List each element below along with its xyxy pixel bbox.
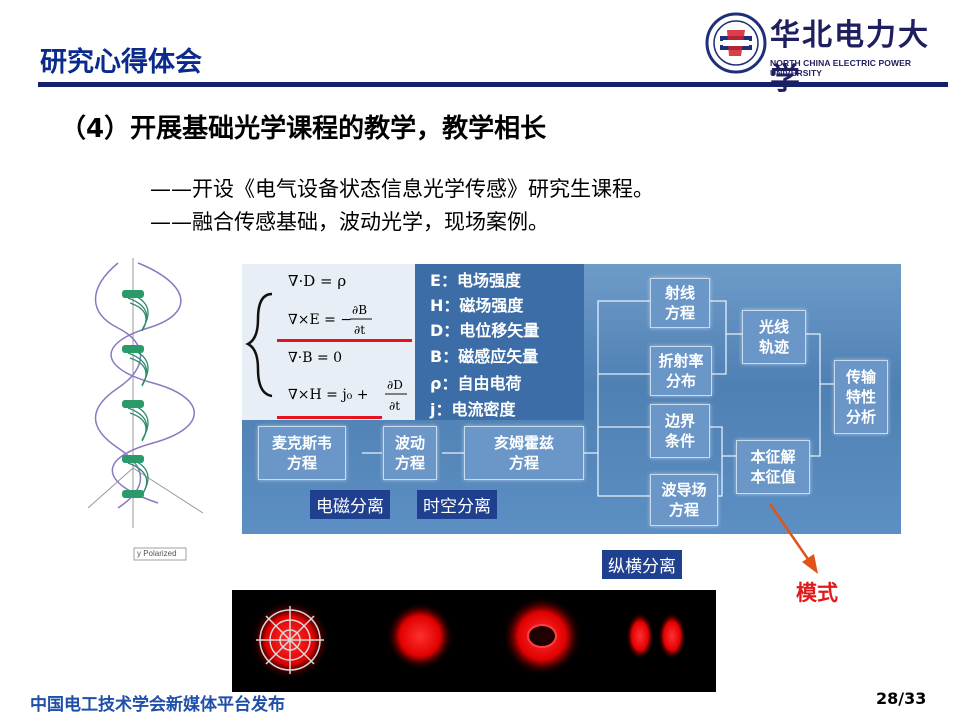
node-eigen: 本征解 本征值: [736, 440, 810, 494]
node-refraction: 折射率 分布: [650, 346, 712, 396]
footer-publisher: 中国电工技术学会新媒体平台发布: [30, 695, 285, 715]
bullet-content: ——融合传感基础，波动光学，现场案例。: [150, 210, 549, 234]
node-boundary: 边界 条件: [650, 404, 710, 458]
legend-rho: ρ：自由电荷: [430, 374, 522, 393]
node-ray: 射线 方程: [650, 278, 710, 328]
bullet-course: ——开设《电气设备状态信息光学传感》研究生课程。: [150, 177, 654, 201]
polarized-wave-illustration: [87, 258, 204, 561]
svg-text:∇×E = −: ∇×E = −: [288, 312, 352, 328]
svg-text:∂B: ∂B: [352, 303, 367, 317]
legend-e: E：电场强度: [430, 271, 521, 290]
svg-text:∇×H = j₀ +: ∇×H = j₀ +: [288, 387, 368, 403]
mode-label: 模式: [796, 581, 838, 605]
header-rule: [38, 82, 948, 87]
svg-text:∇·D = ρ: ∇·D = ρ: [288, 272, 346, 290]
university-logo: [700, 8, 955, 80]
page-title: 研究心得体会: [40, 47, 202, 78]
legend-b: B：磁感应矢量: [430, 347, 539, 366]
svg-text:∂D: ∂D: [387, 378, 403, 392]
tag-longitudinal-separation: 纵横分离: [602, 550, 682, 579]
tag-spacetime-separation: 时空分离: [417, 490, 497, 519]
legend-h: H：磁场强度: [430, 296, 524, 315]
highlight-line-2: [277, 416, 382, 419]
node-transmission: 传输 特性 分析: [834, 360, 888, 434]
node-wave: 波动 方程: [383, 426, 437, 480]
university-name-en: NORTH CHINA ELECTRIC POWER UNIVERSITY: [770, 58, 912, 78]
beam-mode-patterns: [232, 590, 716, 692]
polarized-caption: y Polarized: [137, 549, 177, 558]
university-emblem-icon: [705, 12, 767, 74]
svg-text:∇·B = 0: ∇·B = 0: [288, 350, 342, 366]
maxwell-equations: ∇·D = ρ ∇×E = − ∂B ∂t ∇·B = 0 ∇×H = j₀ +…: [245, 272, 407, 413]
section-heading: （4）开展基础光学课程的教学，教学相长: [60, 114, 547, 144]
arrow-icon: [768, 503, 818, 574]
node-trajectory: 光线 轨迹: [742, 310, 806, 364]
highlight-line-1: [277, 339, 412, 342]
node-maxwell: 麦克斯韦 方程: [258, 426, 346, 480]
legend-d: D：电位移矢量: [430, 321, 540, 340]
node-helmholtz: 亥姆霍兹 方程: [464, 426, 584, 480]
node-waveguide: 波导场 方程: [650, 474, 718, 526]
diagram-connectors: [362, 300, 834, 497]
tag-em-separation: 电磁分离: [310, 490, 390, 519]
university-name-cn: 华北电力大学: [770, 18, 930, 97]
svg-text:∂t: ∂t: [354, 323, 365, 337]
symbol-legend: [415, 264, 584, 420]
legend-j: j：电流密度: [430, 400, 516, 419]
page-number: 28/33: [876, 689, 927, 708]
svg-text:∂t: ∂t: [389, 399, 400, 413]
